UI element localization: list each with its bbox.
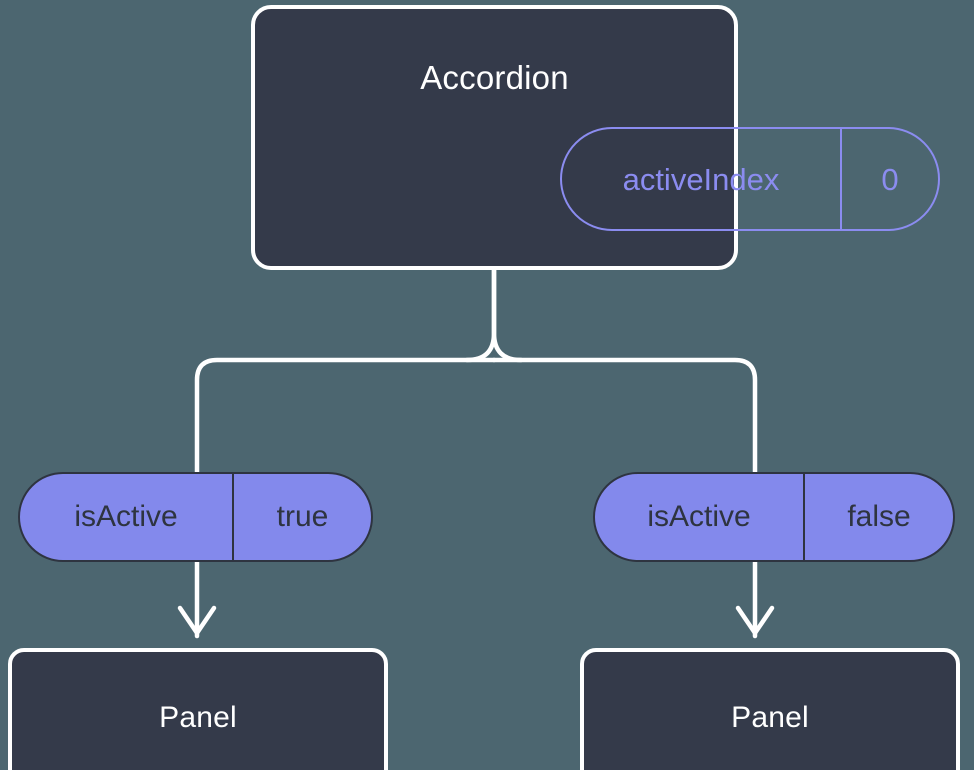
prop-pill-is-active-true[interactable]: isActive true	[18, 472, 373, 562]
accordion-title: Accordion	[420, 59, 569, 96]
state-pill-active-index[interactable]: activeIndex 0	[560, 127, 940, 231]
arrowhead-right	[735, 605, 775, 636]
prop-pill-value: true	[232, 474, 371, 560]
accordion-node[interactable]: Accordion activeIndex 0	[251, 5, 940, 270]
state-pill-key: activeIndex	[622, 161, 780, 197]
panel-title: Panel	[731, 701, 809, 734]
edge-branch-to-pill-left	[194, 357, 497, 477]
panel-node-right[interactable]: Panel	[580, 648, 960, 770]
prop-pill-key: isActive	[74, 500, 178, 533]
panel-node-left[interactable]: Panel	[8, 648, 388, 770]
edge-accordion-to-branch	[491, 265, 524, 363]
prop-pill-key: isActive	[647, 500, 751, 533]
state-pill-value: 0	[840, 129, 938, 229]
arrowhead-left	[177, 605, 217, 636]
edge-branch-mirror	[464, 265, 497, 363]
prop-pill-is-active-false[interactable]: isActive false	[593, 472, 955, 562]
prop-pill-value: false	[803, 474, 953, 560]
edge-branch-to-pill-right	[491, 357, 758, 477]
panel-title: Panel	[159, 701, 237, 734]
